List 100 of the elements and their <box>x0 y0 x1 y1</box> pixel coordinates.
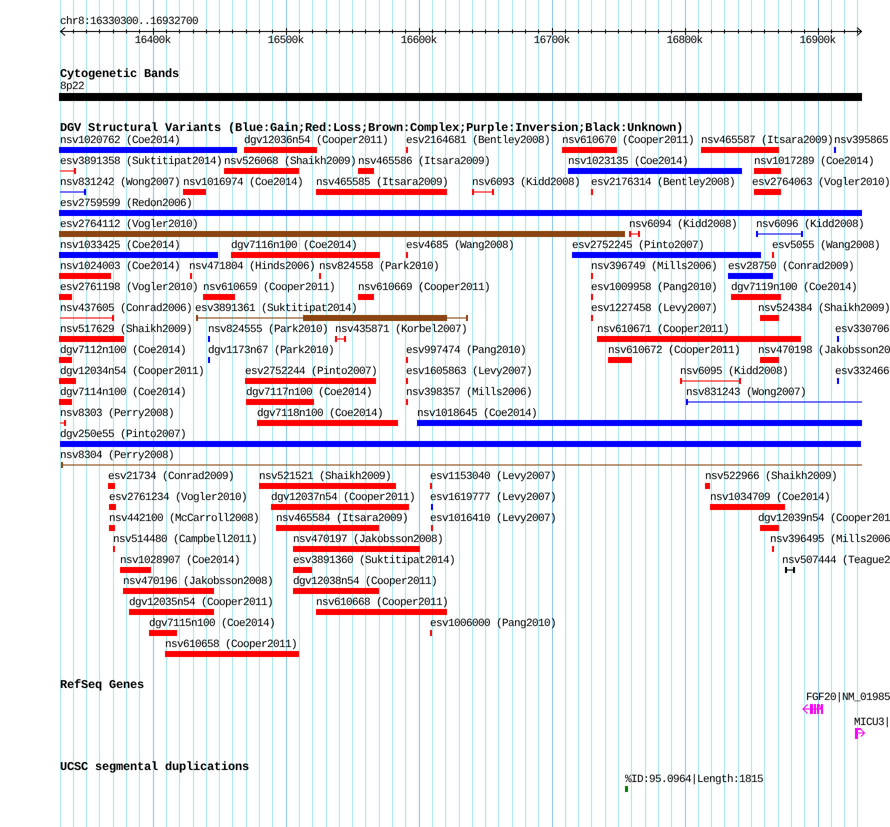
variant-label: esv2761234 (Vogler2010) <box>109 492 248 504</box>
variant-label: esv1619777 (Levy2007) <box>430 492 556 504</box>
variant-label: esv28750 (Conrad2009) <box>728 261 854 273</box>
tick-label: 16800k <box>666 35 703 47</box>
variant-label: nsv517629 (Shaikh2009) <box>60 324 192 336</box>
variant-label: esv2176314 (Bentley2008) <box>591 177 736 189</box>
variant-label: nsv435871 (Korbel2007) <box>335 324 468 336</box>
variant-label: esv21734 (Conrad2009) <box>108 471 234 483</box>
variant-label: nsv1023135 (Coe2014) <box>568 156 688 168</box>
variant-label: dgv7112n100 (Coe2014) <box>60 345 186 357</box>
variant-label: esv3891361 (Suktitipat2014) <box>195 303 358 315</box>
variant-label: nsv824558 (Park2010) <box>319 261 440 273</box>
variant-label: dgv12037n54 (Cooper2011) <box>271 492 416 504</box>
variant-label: nsv8303 (Perry2008) <box>60 408 174 420</box>
variant-label: nsv610670 (Cooper2011) <box>562 135 694 147</box>
variant-label: nsv521521 (Shaikh2009) <box>259 471 392 483</box>
variant-label: esv330706 <box>835 324 890 336</box>
band-label: 8p22 <box>60 81 84 93</box>
tick-label: 16500k <box>268 35 304 47</box>
variant-label: esv1006000 (Pang2010) <box>430 618 556 630</box>
variant-label: nsv6094 (Kidd2008) <box>629 219 738 231</box>
variant-label: dgv12038n54 (Cooper2011) <box>293 576 438 588</box>
variant-label: nsv6093 (Kidd2008) <box>472 177 580 189</box>
variant-label: nsv471804 (Hinds2006) <box>189 261 316 273</box>
tick-label: 16700k <box>534 35 570 47</box>
variant-label: nsv610669 (Cooper2011) <box>358 282 490 294</box>
variant-label: esv2764063 (Vogler2010) <box>752 177 890 189</box>
variant-label: dgv12039n54 (Cooper201 <box>758 513 890 525</box>
variant-label: nsv398357 (Mills2006) <box>406 387 532 399</box>
variant-label: nsv1016974 (Coe2014) <box>183 177 304 189</box>
variant-label: nsv6096 (Kidd2008) <box>756 219 864 231</box>
variant-label: esv4685 (Wang2008) <box>406 240 514 252</box>
tick-label: 16600k <box>400 35 437 47</box>
variant-label: nsv396749 (Mills2006) <box>591 261 718 273</box>
tick-label: 16900k <box>800 35 836 47</box>
variant-label: esv2752244 (Pinto2007) <box>245 366 378 378</box>
variant-label: nsv1024003 (Coe2014) <box>60 261 180 273</box>
variant-label: nsv1034709 (Coe2014) <box>710 492 830 504</box>
variant-label: nsv437605 (Conrad2006) <box>60 303 192 315</box>
variant-label: nsv831243 (Wong2007) <box>686 387 806 399</box>
variant-label: nsv470198 (Jakobsson20 <box>758 345 890 357</box>
variant-label: nsv507444 (Teague2 <box>782 555 890 567</box>
variant-label: nsv610668 (Cooper2011) <box>316 597 448 609</box>
variant-label: nsv610658 (Cooper2011) <box>165 639 298 651</box>
variant-label: nsv465587 (Itsara2009) <box>701 135 834 147</box>
track-title: DGV Structural Variants (Blue:Gain;Red:Loss;Brown:Complex;Purple:Inversion;Black:Unknown) <box>60 121 684 135</box>
track-title: RefSeq Genes <box>60 678 144 692</box>
alignment-label: %ID:95.0964|Length:1815 <box>625 774 764 786</box>
variant-label: nsv610672 (Cooper2011) <box>608 345 740 357</box>
variant-label: nsv470196 (Jakobsson2008) <box>123 576 274 588</box>
variant-label: esv1009958 (Pang2010) <box>591 282 718 294</box>
gene-label: MICU3| <box>854 717 890 729</box>
variant-label: esv2164681 (Bentley2008) <box>406 135 550 147</box>
variant-label: nsv1017289 (Coe2014) <box>754 156 874 168</box>
variant-label: nsv1028907 (Coe2014) <box>120 555 240 567</box>
variant-label: nsv395865 <box>834 135 888 147</box>
variant-label: nsv1018645 (Coe2014) <box>417 408 538 420</box>
track-title: Cytogenetic Bands <box>60 67 180 81</box>
variant-label: esv1153040 (Levy2007) <box>430 471 556 483</box>
variant-label: esv1605863 (Levy2007) <box>406 366 532 378</box>
variant-label: dgv250e55 (Pinto2007) <box>60 429 186 441</box>
variant-label: nsv6095 (Kidd2008) <box>680 366 788 378</box>
variant-label: esv2764112 (Vogler2010) <box>60 219 198 231</box>
tick-label: 16400k <box>134 35 171 47</box>
variant-label: nsv396495 (Mills2006 <box>770 534 890 546</box>
variant-label: dgv7114n100 (Coe2014) <box>60 387 186 399</box>
variant-label: esv997474 (Pang2010) <box>406 345 526 357</box>
variant-label: esv1016410 (Levy2007) <box>430 513 556 525</box>
variant-label: dgv7116n100 (Coe2014) <box>231 240 358 252</box>
variant-label: nsv514480 (Campbell2011) <box>113 534 258 546</box>
variant-label: dgv12034n54 (Cooper2011) <box>60 366 204 378</box>
variant-label: dgv12036n54 (Cooper2011) <box>244 135 388 147</box>
variant-label: esv2759599 (Redon2006) <box>60 198 192 210</box>
variant-label: nsv831242 (Wong2007) <box>60 177 180 189</box>
variant-label: nsv522966 (Shaikh2009) <box>705 471 838 483</box>
variant-label: esv3891358 (Suktitipat2014) <box>60 156 222 168</box>
variant-label: nsv465584 (Itsara2009) <box>276 513 408 525</box>
variant-label: nsv610671 (Cooper2011) <box>597 324 730 336</box>
variant-label: nsv1033425 (Coe2014) <box>60 240 180 252</box>
variant-label: nsv470197 (Jakobsson2008) <box>293 534 444 546</box>
variant-label: nsv442100 (McCarroll2008) <box>109 513 260 525</box>
variant-label: nsv610659 (Cooper2011) <box>203 282 336 294</box>
variant-label: nsv526068 (Shaikh2009) <box>224 156 356 168</box>
variant-label: dgv1173n67 (Park2010) <box>208 345 334 357</box>
coordinate-range: chr8:16330300..16932700 <box>60 16 198 28</box>
variant-label: dgv12035n54 (Cooper2011) <box>129 597 274 609</box>
variant-label: dgv7118n100 (Coe2014) <box>257 408 384 420</box>
gene-label: FGF20|NM_01985 <box>806 692 890 704</box>
variant-label: esv5055 (Wang2008) <box>772 240 880 252</box>
track-title: UCSC segmental duplications <box>60 760 250 774</box>
variant-label: dgv7119n100 (Coe2014) <box>731 282 858 294</box>
variant-label: esv2752245 (Pinto2007) <box>572 240 704 252</box>
variant-label: dgv7117n100 (Coe2014) <box>246 387 372 399</box>
variant-label: esv2761198 (Vogler2010) <box>60 282 198 294</box>
variant-label: dgv7115n100 (Coe2014) <box>149 618 276 630</box>
variant-label: nsv824555 (Park2010) <box>208 324 328 336</box>
variant-label: nsv524384 (Shaikh2009) <box>758 303 890 315</box>
variant-label: nsv465586 (Itsara2009) <box>358 156 490 168</box>
variant-label: esv3891360 (Suktitipat2014) <box>293 555 456 567</box>
variant-label: nsv1020762 (Coe2014) <box>60 135 180 147</box>
